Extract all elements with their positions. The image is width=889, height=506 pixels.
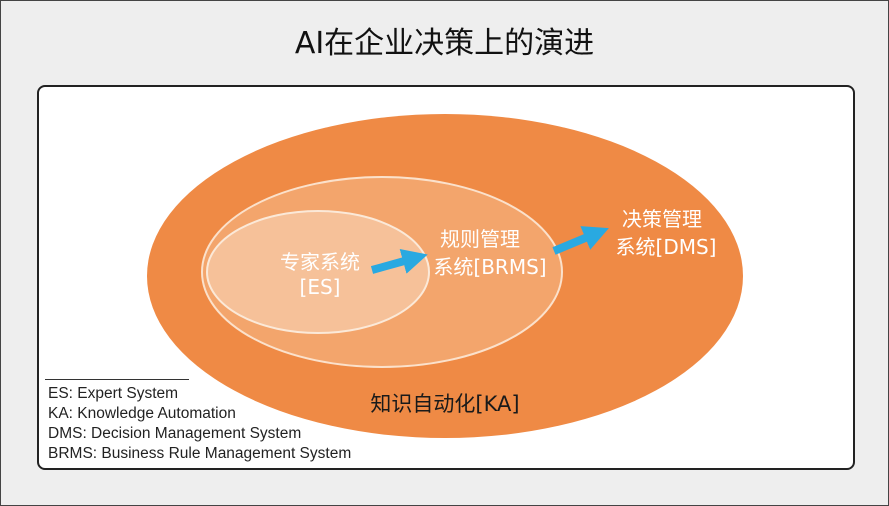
legend-item-brms: BRMS: Business Rule Management System — [48, 445, 352, 462]
legend-divider — [45, 379, 189, 380]
brms-to-dms-arrow — [552, 226, 609, 255]
brms-label-line1: 规则管理 — [440, 227, 520, 251]
dms-label-line2: 系统[DMS] — [616, 235, 717, 259]
legend: ES: Expert System KA: Knowledge Automati… — [48, 384, 351, 464]
page-title: AI在企业决策上的演进 — [294, 26, 595, 61]
legend-item-ka: KA: Knowledge Automation — [48, 405, 236, 422]
es-label-line2: [ES] — [300, 275, 341, 299]
brms-label-line2: 系统[BRMS] — [433, 255, 546, 279]
legend-item-dms: DMS: Decision Management System — [48, 425, 302, 442]
es-label-line1: 专家系统 — [280, 250, 360, 274]
dms-label-line1: 决策管理 — [622, 207, 702, 231]
legend-item-es: ES: Expert System — [48, 385, 179, 402]
es-ellipse — [206, 210, 430, 334]
es-to-brms-arrow — [370, 249, 428, 274]
ka-label: 知识自动化[KA] — [370, 392, 519, 416]
